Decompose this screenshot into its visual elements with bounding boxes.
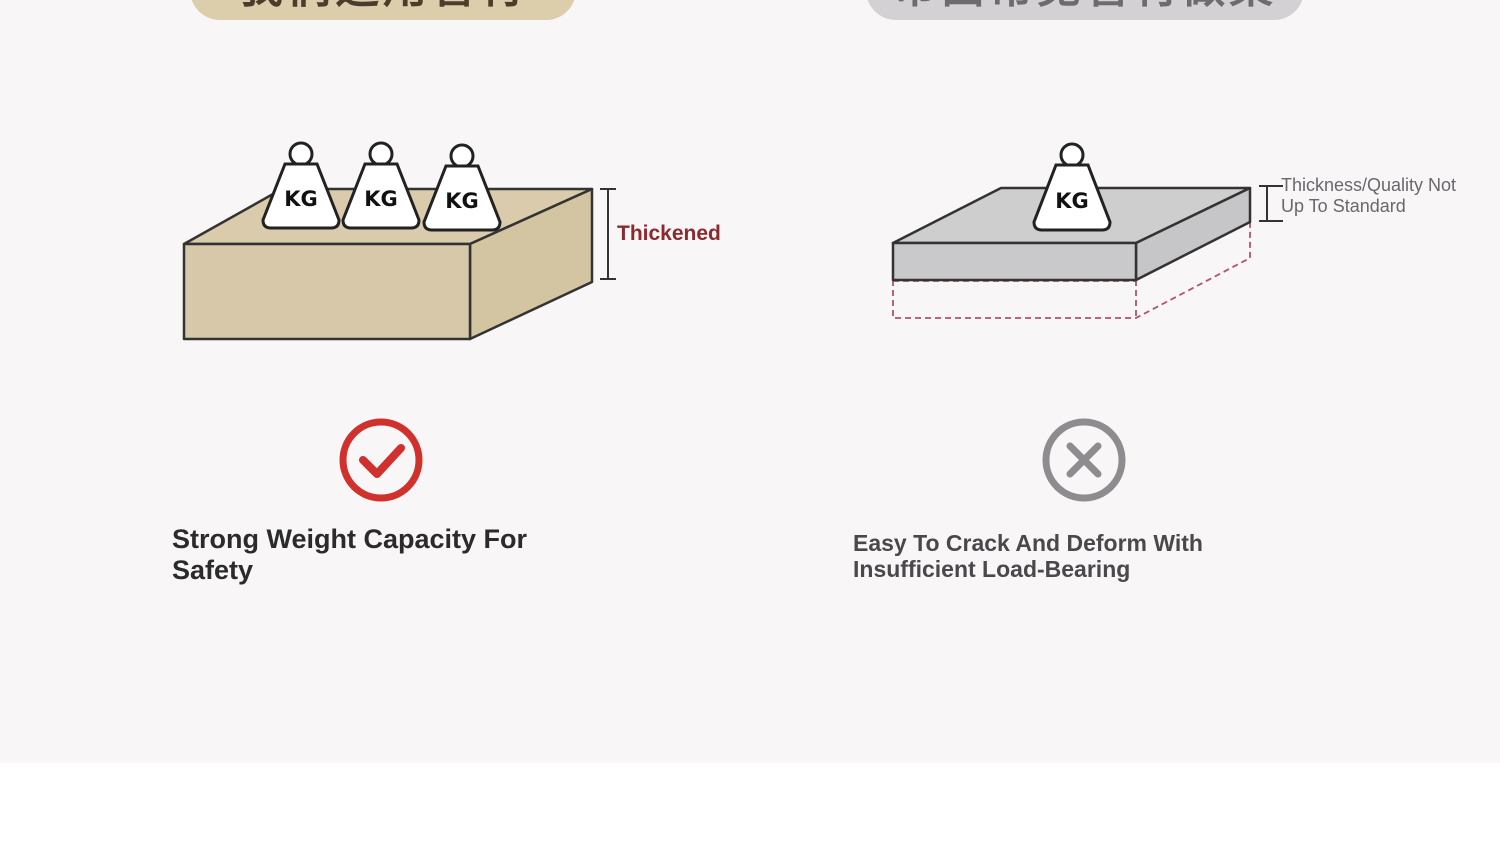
illustrations: KG KG KG KG bbox=[182, 141, 1283, 502]
header-left-text: 我们选用管材 bbox=[239, 0, 527, 10]
weight-label: KG bbox=[284, 187, 318, 211]
substandard-label: Thickness/Quality Not Up To Standard bbox=[1281, 175, 1457, 216]
header-right-text: 市面常见管材做桌 bbox=[893, 0, 1277, 10]
thickened-label: Thickened bbox=[617, 222, 721, 245]
check-circle-icon bbox=[339, 418, 423, 502]
good-caption: Strong Weight Capacity For Safety bbox=[172, 524, 528, 585]
x-circle-icon bbox=[1042, 418, 1126, 502]
weight-label: KG bbox=[1055, 189, 1089, 213]
comparison-panel: 我们选用管材 市面常见管材做桌 KG KG KG bbox=[172, 0, 1457, 585]
header-pill-left: 我们选用管材 bbox=[190, 0, 576, 20]
weight-label: KG bbox=[364, 187, 398, 211]
header-pill-right: 市面常见管材做桌 bbox=[866, 0, 1304, 20]
bad-caption: Easy To Crack And Deform With Insufficie… bbox=[853, 530, 1203, 582]
weight-icon bbox=[261, 141, 502, 232]
weight-icon bbox=[1032, 142, 1112, 232]
weight-label: KG bbox=[445, 189, 479, 213]
